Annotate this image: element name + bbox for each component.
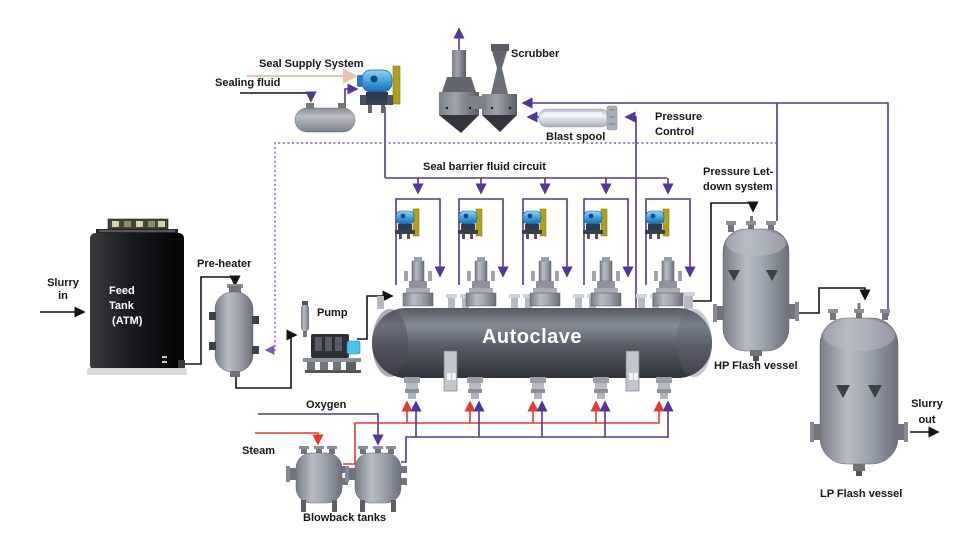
label-scrubber: Scrubber (511, 48, 560, 60)
pipe-steam-supply (255, 432, 324, 446)
label-blast-spool: Blast spool (546, 131, 606, 143)
pipe-feedtank-to-preheater (182, 275, 241, 365)
lp-flash-vessel (810, 303, 908, 476)
pipe-pressure-control (624, 111, 637, 310)
feed-tank (87, 218, 187, 375)
pipe-sealtank-to-pump (344, 83, 359, 106)
label-pre-heater: Pre-heater (197, 258, 252, 270)
label-slurry-in: Slurry in (47, 277, 79, 302)
pipe-hp-to-lp (796, 287, 871, 314)
blowback-tanks (285, 445, 408, 513)
hp-flash-vessel (713, 216, 799, 361)
label-slurry-out: Slurry out (911, 398, 943, 426)
label-hp-flash-vessel: HP Flash vessel (714, 360, 798, 372)
label-lp-flash-vessel: LP Flash vessel (820, 488, 903, 500)
label-feed-tank: Feed Tank (ATM) (109, 285, 143, 327)
pipe-preheater-to-pump (235, 329, 298, 389)
seal-supply-tank (294, 103, 356, 133)
seal-supply-pump-unit (357, 65, 401, 113)
scrubber (439, 44, 517, 133)
piping-black (40, 92, 940, 438)
piping-purple (258, 27, 889, 463)
autoclave-vessel (372, 292, 712, 392)
label-pump: Pump (317, 307, 348, 319)
label-blowback-tanks: Blowback tanks (303, 512, 387, 524)
label-seal-barrier-circuit: Seal barrier fluid circuit (423, 161, 546, 173)
pipe-oxygen-header (401, 400, 674, 463)
pipe-oxygen-supply (258, 413, 384, 446)
label-oxygen: Oxygen (306, 399, 347, 411)
label-pressure-letdown: Pressure Let- down system (703, 166, 774, 193)
pipe-steam-header (343, 400, 665, 465)
label-steam: Steam (242, 445, 276, 457)
piping-red (255, 400, 665, 465)
pipe-vent-header (521, 97, 889, 316)
pump-skid (301, 301, 361, 373)
blast-spool (538, 105, 618, 131)
pipe-dotted-signal (264, 142, 777, 355)
label-pressure-control: Pressure Control (655, 111, 703, 138)
label-seal-supply-system: Seal Supply System (259, 58, 364, 70)
pipe-autoclave-to-hp (693, 201, 759, 302)
pre-heater (209, 284, 259, 377)
label-sealing-fluid: Sealing fluid (215, 77, 281, 89)
label-autoclave: Autoclave (481, 326, 583, 348)
